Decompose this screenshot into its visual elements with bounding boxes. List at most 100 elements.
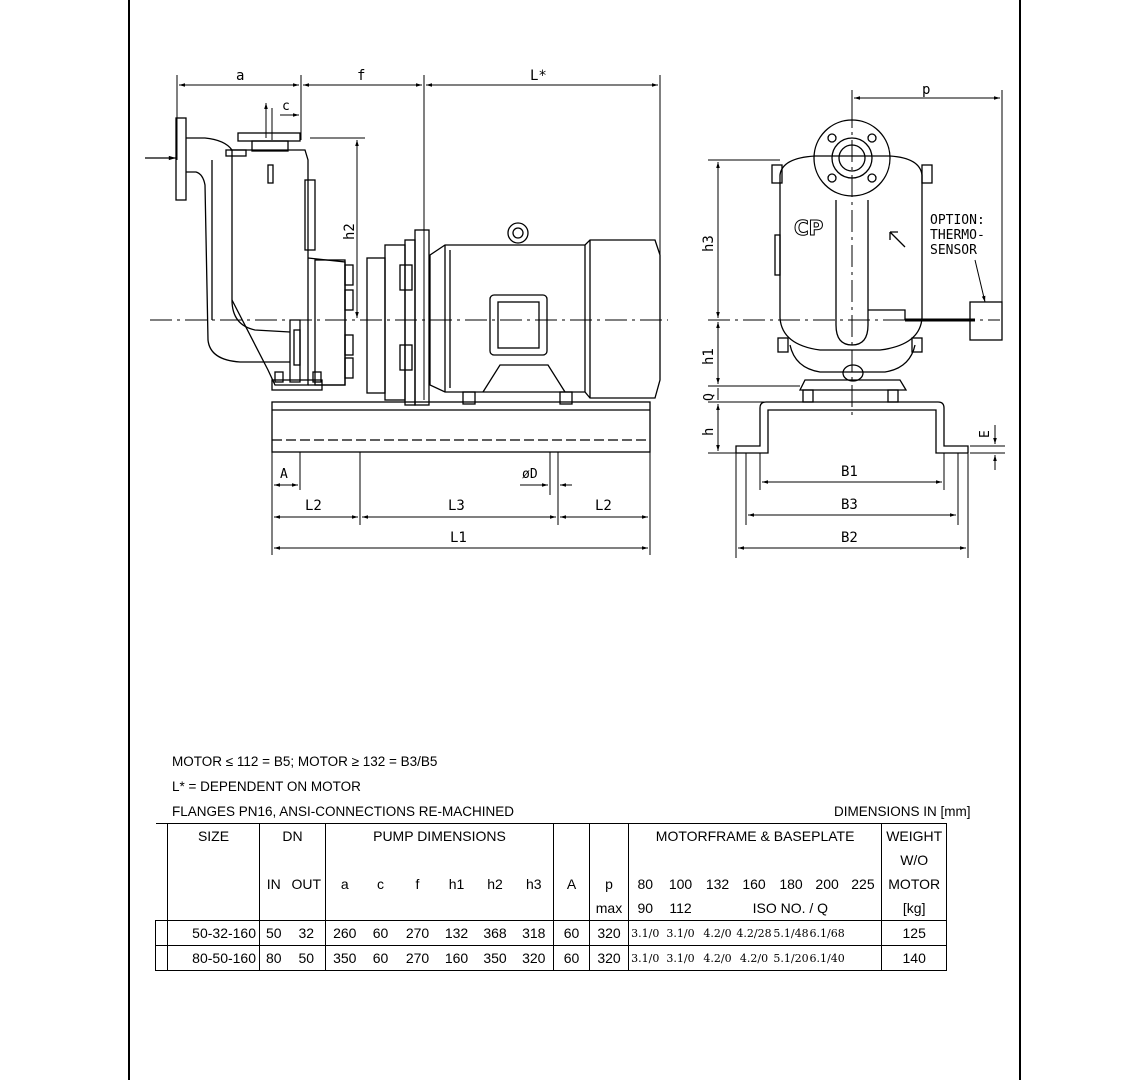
header-frame-160: 160 xyxy=(742,876,766,892)
note-units: DIMENSIONS IN [mm] xyxy=(834,804,971,819)
header-out: OUT xyxy=(291,876,322,892)
cell-m132: 4.2/0 xyxy=(703,926,732,940)
cp-logo: CP xyxy=(794,216,823,240)
cell-m80: 3.1/0 xyxy=(628,920,662,946)
option-line-2: THERMO- xyxy=(930,228,985,243)
header-pump-dimensions: PUMP DIMENSIONS xyxy=(325,823,554,848)
cell-a: 260 xyxy=(325,920,364,946)
cell-m200: 6.1/68 xyxy=(809,926,845,940)
cell-out: 32 xyxy=(298,925,315,941)
dim-D-label: øD xyxy=(522,467,538,482)
header-motorframe: MOTORFRAME & BASEPLATE xyxy=(627,823,882,848)
header-frame-180: 180 xyxy=(779,876,803,892)
cell-m180: 5.1/48 xyxy=(773,926,809,940)
option-line-3: SENSOR xyxy=(930,243,977,258)
cell-h2: 350 xyxy=(483,950,507,966)
dim-h3-label: h3 xyxy=(701,235,717,252)
page-border-right xyxy=(1019,0,1021,1080)
header-frame-200: 200 xyxy=(815,876,839,892)
dim-h1-label: h1 xyxy=(701,348,717,365)
cell-m200: 6.1/40 xyxy=(809,951,845,965)
cell-A: 60 xyxy=(553,920,590,946)
cell-p: 320 xyxy=(589,920,629,946)
header-A: A xyxy=(553,872,590,896)
cell-weight: 125 xyxy=(881,920,948,946)
cell-a: 350 xyxy=(325,945,364,971)
cell-m100: 3.1/0 xyxy=(666,926,695,940)
header-f: f xyxy=(415,876,420,892)
dim-L1-label: L1 xyxy=(450,530,467,546)
dim-a-label: a xyxy=(236,68,244,84)
cell-m180: 5.1/20 xyxy=(773,951,809,965)
dim-Q-label: Q xyxy=(702,393,717,401)
dim-B1-label: B1 xyxy=(841,464,858,480)
header-h3: h3 xyxy=(525,876,542,892)
header-frame-90: 90 xyxy=(628,896,662,921)
cell-A: 60 xyxy=(553,945,590,971)
dim-h-label: h xyxy=(701,428,717,436)
header-size: SIZE xyxy=(167,823,260,848)
option-line-1: OPTION: xyxy=(930,213,985,228)
dim-L2-right-label: L2 xyxy=(595,498,612,514)
cell-f: 270 xyxy=(405,950,430,966)
cell-h3: 318 xyxy=(522,925,546,941)
cell-p: 320 xyxy=(589,945,629,971)
cell-m100: 3.1/0 xyxy=(666,951,695,965)
cell-c: 60 xyxy=(372,950,389,966)
cell-f: 270 xyxy=(405,925,430,941)
pump-drawing: a f L* c h2 xyxy=(145,68,1005,558)
cell-size: 80-50-160 xyxy=(167,945,260,971)
table-row: 50-32-160 50 32 260 60 270 132 368 318 6… xyxy=(155,920,948,946)
header-frame-132: 132 xyxy=(705,876,730,892)
header-iso-q: ISO NO. / Q xyxy=(752,900,829,916)
dim-c-label: c xyxy=(282,99,290,114)
header-h2: h2 xyxy=(487,876,503,892)
header-frame-80: 80 xyxy=(628,872,662,896)
cell-m160: 4.2/28 xyxy=(736,926,772,940)
cell-weight: 140 xyxy=(881,945,948,971)
note-lstar: L* = DEPENDENT ON MOTOR xyxy=(172,779,361,794)
header-h1: h1 xyxy=(448,876,465,892)
header-frame-112: 112 xyxy=(669,900,692,916)
page-border-left xyxy=(128,0,130,1080)
cell-h2: 368 xyxy=(483,925,507,941)
dim-p-label: p xyxy=(922,82,930,98)
header-weight-4: [kg] xyxy=(881,896,948,921)
cell-in: 80 xyxy=(259,945,288,971)
end-view: p CP OPTION: THERMO- SENSOR xyxy=(701,82,1005,558)
cell-h1: 160 xyxy=(444,950,469,966)
header-in: IN xyxy=(259,872,288,896)
header-dn: DN xyxy=(259,823,326,848)
dim-f-label: f xyxy=(357,68,365,84)
header-p: p xyxy=(589,872,629,896)
cell-m160: 4.2/0 xyxy=(739,951,769,965)
table-row: 80-50-160 80 50 350 60 270 160 350 320 6… xyxy=(155,945,948,971)
cell-size: 50-32-160 xyxy=(167,920,260,946)
header-max: max xyxy=(589,896,629,921)
dim-B3-label: B3 xyxy=(841,497,858,513)
cell-h1: 132 xyxy=(444,925,469,941)
header-frame-100: 100 xyxy=(668,876,693,892)
dimension-table: SIZE DN PUMP DIMENSIONS MOTORFRAME & BAS… xyxy=(155,823,948,971)
header-weight-2: W/O xyxy=(881,848,948,872)
dim-lstar-label: L* xyxy=(530,68,547,84)
header-a: a xyxy=(325,872,364,896)
cell-m132: 4.2/0 xyxy=(703,951,732,965)
header-weight-1: WEIGHT xyxy=(881,823,948,848)
header-frame-225: 225 xyxy=(851,876,875,892)
note-motor-mounting: MOTOR ≤ 112 = B5; MOTOR ≥ 132 = B3/B5 xyxy=(172,754,438,769)
cell-out: 50 xyxy=(298,950,315,966)
header-weight-3: MOTOR xyxy=(881,872,948,896)
header-c: c xyxy=(377,876,384,892)
cell-h3: 320 xyxy=(522,950,546,966)
note-flanges: FLANGES PN16, ANSI-CONNECTIONS RE-MACHIN… xyxy=(172,804,515,819)
dim-L3-label: L3 xyxy=(448,498,465,514)
cell-m80: 3.1/0 xyxy=(628,945,662,971)
cell-c: 60 xyxy=(372,925,389,941)
cell-in: 50 xyxy=(259,920,288,946)
dim-E-label: E xyxy=(978,430,993,438)
dim-h2-label: h2 xyxy=(342,223,358,240)
dim-A-label: A xyxy=(280,467,288,482)
side-view: a f L* c h2 xyxy=(145,68,668,555)
dim-L2-left-label: L2 xyxy=(305,498,322,514)
